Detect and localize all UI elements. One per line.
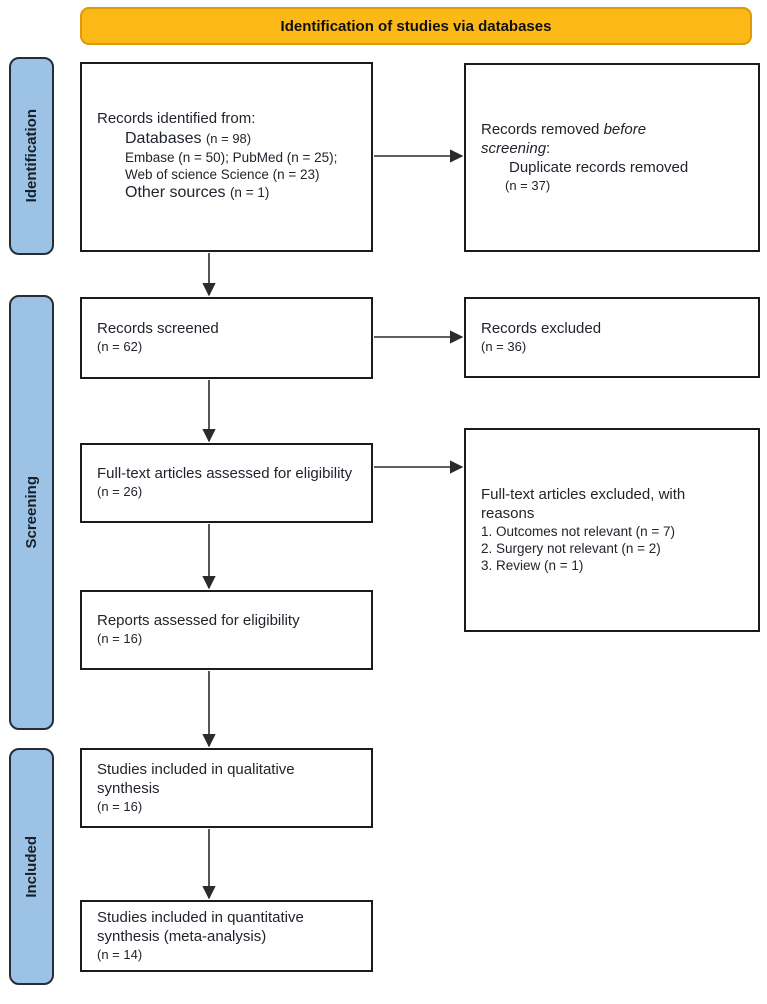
qualitative-synthesis-count: (n = 16) (97, 798, 143, 814)
sidebar-included-label: Included (23, 835, 40, 898)
sidebar-identification-label: Identification (23, 109, 40, 203)
diagram-header: Identification of studies via databases (80, 7, 752, 45)
quantitative-synthesis-box: Studies included in quantitative synthes… (80, 900, 373, 972)
duplicates-removed-line: Duplicate records removed (509, 158, 689, 176)
records-screened-box: Records screened (n = 62) (80, 297, 373, 379)
sidebar-included: Included (9, 748, 54, 985)
databases-label: Databases (125, 130, 202, 148)
records-removed-colon: : (546, 139, 551, 157)
embase-pubmed-line: Embase (n = 50); PubMed (n = 25); (125, 150, 338, 166)
other-sources-line: Other sources (n = 1) (125, 183, 361, 203)
records-screened-count: (n = 62) (97, 339, 143, 355)
duplicates-removed-count: (n = 37) (505, 177, 551, 193)
exclusion-reason-1: 1. Outcomes not relevant (n = 7) (481, 524, 675, 540)
fulltext-assessed-box: Full-text articles assessed for eligibil… (80, 443, 373, 523)
sidebar-identification: Identification (9, 57, 54, 255)
exclusion-reason-3: 3. Review (n = 1) (481, 558, 584, 574)
fulltext-excluded-title: Full-text articles excluded, with reason… (481, 485, 686, 522)
fulltext-excluded-box: Full-text articles excluded, with reason… (464, 428, 760, 632)
reports-assessed-title: Reports assessed for eligibility (97, 612, 300, 630)
other-sources-label: Other sources (125, 184, 226, 202)
records-identified-title: Records identified from: (97, 110, 256, 128)
records-identified-box: Records identified from: Databases (n = … (80, 62, 373, 252)
web-of-science-line: Web of science Science (n = 23) (125, 167, 320, 183)
other-sources-count: (n = 1) (229, 185, 270, 201)
databases-count: (n = 98) (205, 131, 252, 147)
exclusion-reason-2: 2. Surgery not relevant (n = 2) (481, 541, 661, 557)
fulltext-assessed-title: Full-text articles assessed for eligibil… (97, 465, 353, 483)
records-removed-prefix: Records removed (481, 120, 600, 138)
diagram-title: Identification of studies via databases (280, 17, 552, 35)
quantitative-synthesis-count: (n = 14) (97, 946, 143, 962)
records-removed-box: Records removed before screening: Duplic… (464, 63, 760, 252)
reports-assessed-box: Reports assessed for eligibility (n = 16… (80, 590, 373, 670)
sidebar-screening: Screening (9, 295, 54, 730)
sidebar-screening-label: Screening (23, 476, 40, 549)
qualitative-synthesis-box: Studies included in qualitative synthesi… (80, 748, 373, 828)
records-screened-title: Records screened (97, 320, 219, 338)
fulltext-assessed-count: (n = 26) (97, 484, 143, 500)
quantitative-synthesis-title: Studies included in quantitative synthes… (97, 908, 304, 945)
records-removed-title: Records removed before screening: (481, 121, 689, 159)
records-excluded-box: Records excluded (n = 36) (464, 297, 760, 378)
qualitative-synthesis-title: Studies included in qualitative synthesi… (97, 760, 295, 797)
reports-assessed-count: (n = 16) (97, 631, 143, 647)
records-excluded-title: Records excluded (481, 319, 602, 337)
records-removed-italic: before screening (481, 120, 647, 157)
records-excluded-count: (n = 36) (481, 338, 527, 354)
databases-line: Databases (n = 98) (125, 129, 361, 149)
